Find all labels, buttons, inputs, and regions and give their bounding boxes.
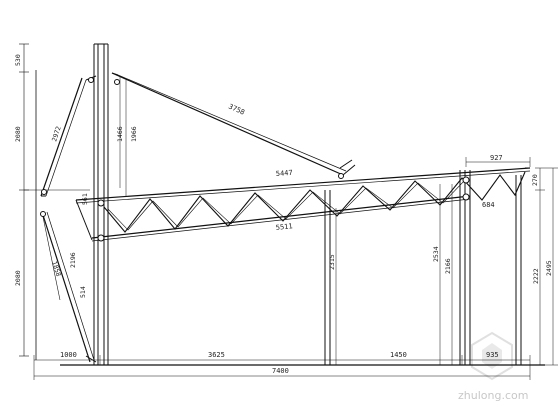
- dim-right-1: 2495: [545, 260, 553, 276]
- columns: [35, 43, 522, 365]
- dim-top-right: 927: [490, 154, 503, 162]
- joint-node: [462, 176, 470, 184]
- inclined-tie: [111, 72, 356, 176]
- joints: [40, 77, 470, 242]
- watermark-text: zhulong.com: [458, 389, 528, 402]
- dim-bottom-2: 3625: [208, 351, 225, 359]
- truss: [75, 167, 531, 242]
- dim-left-diag-4: 1858: [50, 260, 62, 277]
- dim-chord-bottom: 5511: [275, 222, 293, 232]
- dim-post-label-1: 1466: [116, 126, 124, 142]
- dimension-labels: 1000 3625 1450 935 7400 530 2080 2080 92…: [14, 54, 553, 375]
- dim-bottom-3: 1450: [390, 351, 407, 359]
- dim-left-diag-2: 561: [81, 193, 89, 205]
- truss-web: [103, 171, 526, 233]
- dim-post-2: 2534: [432, 246, 440, 262]
- dim-chord-top: 5447: [276, 169, 293, 178]
- structure: [19, 43, 558, 380]
- joint-node: [97, 199, 105, 207]
- dim-post-3: 2166: [444, 258, 452, 274]
- left-lower-diagonal: [41, 211, 97, 363]
- dim-left-diag-3: 2196: [69, 252, 77, 268]
- joint-node: [338, 173, 344, 179]
- dim-overall: 7400: [272, 367, 289, 375]
- dim-chord-right: 684: [482, 201, 495, 209]
- dim-tie: 3758: [227, 103, 246, 117]
- truss-bottom-chord: [91, 195, 471, 239]
- joint-node: [114, 79, 120, 85]
- dim-left-1: 530: [14, 54, 22, 66]
- dim-post-label-2: 1966: [130, 126, 138, 142]
- joint-node: [462, 193, 470, 201]
- joint-node: [41, 189, 47, 195]
- dim-bottom-1: 1000: [60, 351, 77, 359]
- left-upper-diagonal: [40, 75, 97, 197]
- joint-node: [97, 234, 105, 242]
- dim-post-1: 2315: [328, 254, 336, 270]
- dim-right-2: 2222: [532, 268, 540, 284]
- joint-node: [40, 211, 46, 217]
- dim-right-small: 270: [531, 174, 539, 186]
- dim-left-diag-5: 514: [79, 286, 87, 298]
- dim-left-3: 2080: [14, 270, 22, 286]
- truss-top-chord: [75, 167, 531, 201]
- joint-node: [88, 77, 94, 83]
- dim-bottom-4: 935: [486, 351, 499, 359]
- dim-left-2: 2080: [14, 126, 22, 142]
- watermark: zhulong.com: [458, 331, 528, 402]
- zhulong-logo-icon: [471, 331, 513, 381]
